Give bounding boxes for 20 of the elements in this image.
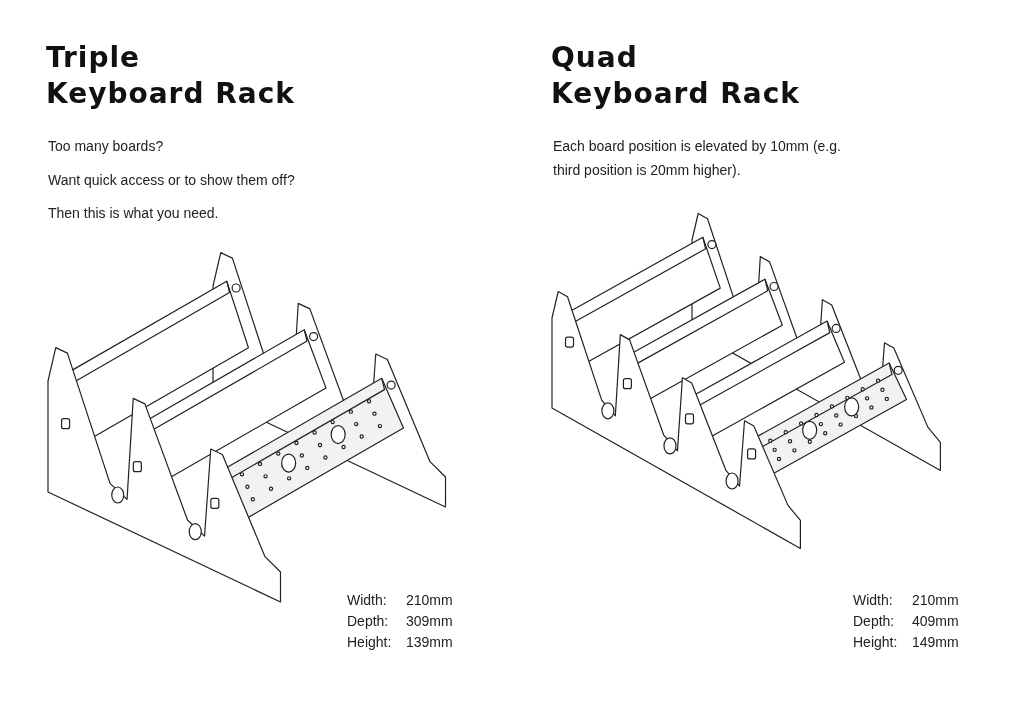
heading: Triple: [46, 42, 141, 74]
spec-text: Too many boards?: [48, 137, 164, 156]
spec-text: Want quick access or to show them off?: [48, 171, 295, 190]
spec-text: 210mm: [406, 591, 453, 610]
spec-text: Height:: [853, 633, 898, 652]
heading: Keyboard Rack: [46, 78, 295, 110]
spec-text: 149mm: [912, 633, 959, 652]
heading: Quad: [551, 42, 638, 74]
spec-text: Depth:: [347, 612, 389, 631]
spec-text: Width:: [347, 591, 387, 610]
spec-text: Then this is what you need.: [48, 204, 219, 223]
spec-text: 139mm: [406, 633, 453, 652]
spec-text: 210mm: [912, 591, 959, 610]
spec-text: Height:: [347, 633, 392, 652]
spec-text: Width:: [853, 591, 893, 610]
description-text: Each board position is elevated by 10mm (e.g. third position is 20mm higher).: [553, 137, 842, 180]
heading: Keyboard Rack: [551, 78, 800, 110]
spec-text: 409mm: [912, 612, 959, 631]
spec-text: Depth:: [853, 612, 895, 631]
spec-text: 309mm: [406, 612, 453, 631]
